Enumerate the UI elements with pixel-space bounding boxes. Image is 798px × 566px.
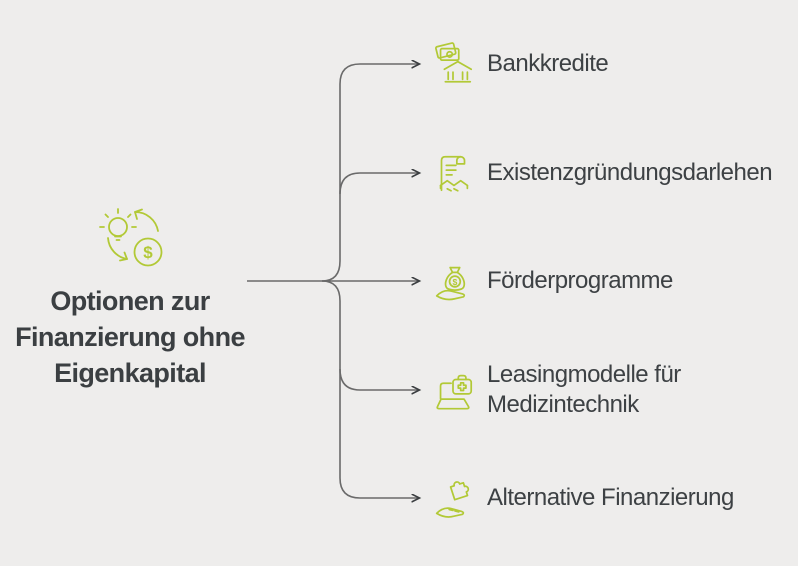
branch-label: Förderprogramme [487, 267, 673, 294]
branch-alternative-finanzierung: Alternative Finanzierung [430, 475, 734, 521]
branch-foerderprogramme: $ Förderprogramme [430, 258, 673, 304]
connector-branch-4 [339, 368, 419, 390]
branch-bankkredite: Bankkredite [430, 41, 609, 87]
laptop-medical-kit-icon [436, 374, 473, 410]
central-topic-line: Eigenkapital [54, 358, 206, 388]
branch-label: Leasingmodelle für Medizintechnik [487, 361, 681, 418]
branch-existenzgruendungsdarlehen: Existenzgründungsdarlehen [430, 150, 773, 196]
branch-label: Existenzgründungsdarlehen [487, 159, 773, 186]
branch-leasingmodelle-medizintechnik: Leasingmodelle für Medizintechnik [430, 361, 681, 418]
hand-puzzle-icon [435, 481, 470, 518]
svg-text:$: $ [453, 277, 458, 287]
connector-branch-5 [321, 280, 419, 498]
bank-credit-icon [435, 42, 473, 83]
idea-to-money-cycle-icon: $ [99, 208, 163, 267]
svg-text:$: $ [143, 243, 153, 262]
connector-branch-1 [321, 64, 419, 282]
hand-money-bag-icon: $ [435, 266, 466, 301]
central-topic: Optionen zur Finanzierung ohne Eigenkapi… [10, 283, 250, 391]
branch-label: Alternative Finanzierung [487, 484, 734, 511]
central-topic-line: Optionen zur [50, 286, 210, 316]
central-topic-line: Finanzierung ohne [15, 322, 245, 352]
connector-branch-2 [339, 173, 419, 195]
startup-loan-contract-icon [439, 155, 469, 192]
branch-label: Bankkredite [487, 50, 609, 77]
